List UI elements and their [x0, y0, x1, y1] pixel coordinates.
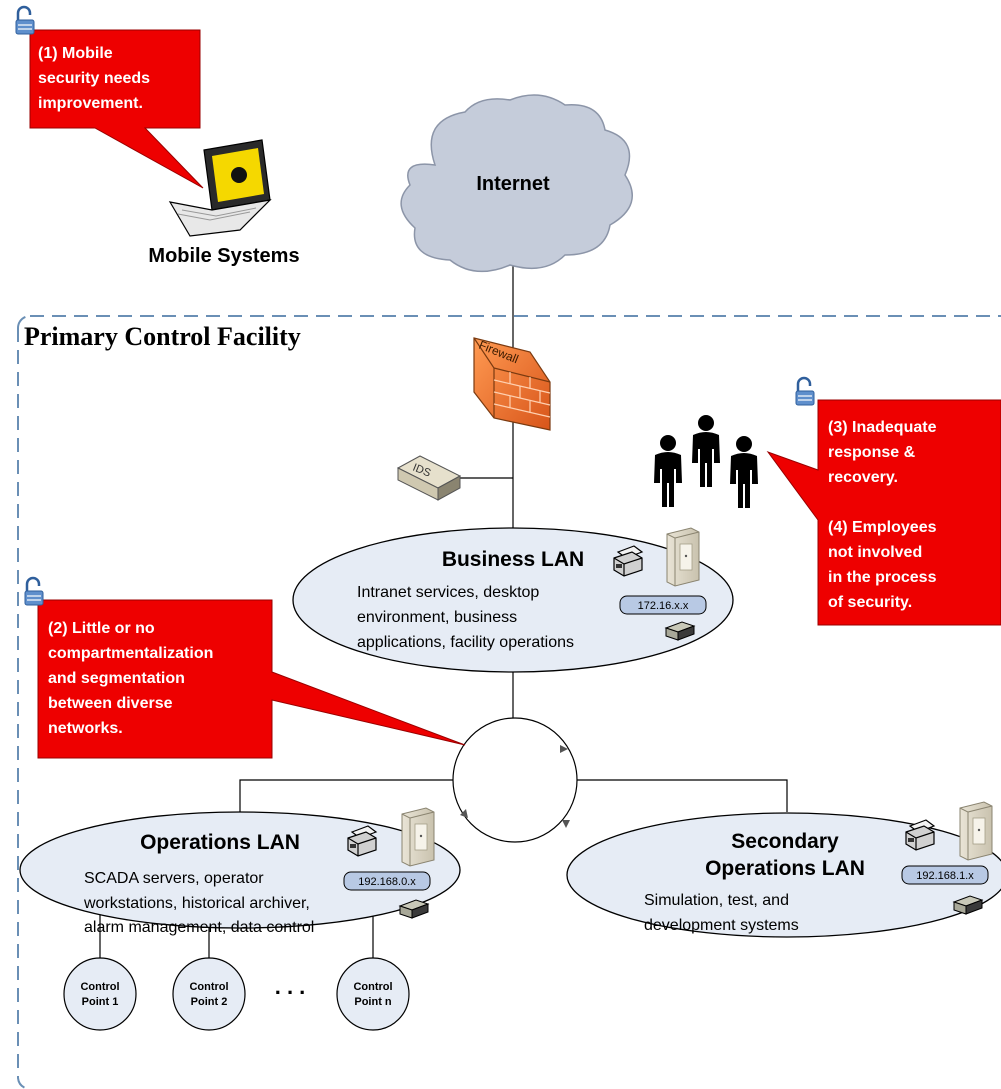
callout-3-line-1: (3) Inadequate — [828, 419, 937, 436]
mobile-systems-label: Mobile Systems — [148, 245, 299, 267]
firewall-icon: Firewall — [473, 337, 551, 431]
facility-boundary — [17, 315, 1001, 1089]
control-point-n-line-2: Point n — [354, 996, 392, 1008]
callout-2-line-2: compartmentalization — [48, 645, 213, 662]
business-lan-desc-1: Intranet services, desktop — [357, 584, 539, 601]
operations-lan-title: Operations LAN — [140, 831, 300, 854]
callout-3-line-6: not involved — [828, 544, 922, 561]
unlocked-padlock-icon — [23, 576, 45, 607]
facility-title: Primary Control Facility — [24, 322, 301, 351]
callout-3-line-8: of security. — [828, 594, 912, 611]
callout-3-line-5: (4) Employees — [828, 519, 937, 536]
secondary-lan-title-2: Operations LAN — [705, 857, 865, 880]
callout-mobile-security: (1) Mobile security needs improvement. — [29, 29, 204, 189]
operations-lan-desc-1: SCADA servers, operator — [84, 870, 264, 887]
operations-lan-ip: 192.168.0.x — [358, 876, 416, 888]
control-point-n: Control Point n — [336, 957, 410, 1031]
callout-response-employees: (3) Inadequate response & recovery. (4) … — [766, 399, 1001, 626]
callout-1-line-1: (1) Mobile — [38, 45, 113, 62]
secondary-lan-title-1: Secondary — [731, 830, 839, 853]
operations-lan: Operations LAN SCADA servers, operator w… — [19, 807, 461, 936]
unlocked-padlock-icon — [14, 5, 36, 36]
business-ip-pill — [619, 595, 707, 615]
server-icon — [959, 801, 993, 861]
callout-3-line-2: response & — [828, 444, 916, 461]
secondary-lan-ip: 192.168.1.x — [916, 870, 974, 882]
callout-3-line-3: recovery. — [828, 469, 898, 486]
callout-3-line-7: in the process — [828, 569, 937, 586]
internet-cloud: Internet — [400, 94, 633, 273]
secondary-lan-desc-1: Simulation, test, and — [644, 892, 789, 909]
secondary-operations-lan: Secondary Operations LAN Simulation, tes… — [566, 801, 1001, 938]
control-point-2: Control Point 2 — [172, 957, 246, 1031]
business-lan-desc-2: environment, business — [357, 609, 517, 626]
laptop-icon — [168, 139, 272, 237]
backbone-ring — [452, 717, 578, 843]
employees-icon — [654, 415, 758, 508]
business-lan: Business LAN Intranet services, desktop … — [292, 527, 734, 673]
business-lan-desc-3: applications, facility operations — [357, 634, 574, 651]
control-point-n-line-1: Control — [353, 981, 392, 993]
internet-label: Internet — [476, 173, 550, 195]
operations-lan-desc-3: alarm management, data control — [84, 919, 314, 936]
callout-1-line-3: improvement. — [38, 95, 143, 112]
operations-lan-desc-2: workstations, historical archiver, — [83, 895, 310, 912]
callout-1-line-2: security needs — [38, 70, 150, 87]
server-icon — [666, 527, 700, 587]
control-point-1: Control Point 1 — [63, 957, 137, 1031]
callout-2-line-5: networks. — [48, 720, 123, 737]
control-point-1-line-1: Control — [80, 981, 119, 993]
callout-compartmentalization: (2) Little or no compartmentalization an… — [37, 599, 466, 759]
callout-2-line-3: and segmentation — [48, 670, 185, 687]
secondary-lan-desc-2: development systems — [644, 917, 799, 934]
control-point-1-line-2: Point 1 — [82, 996, 119, 1008]
business-lan-ip: 172.16.x.x — [638, 600, 689, 612]
ids-device-icon: IDS — [396, 455, 462, 501]
operations-ip-pill — [343, 871, 431, 891]
unlocked-padlock-icon — [794, 376, 816, 407]
secondary-ip-pill — [901, 865, 989, 885]
server-icon — [401, 807, 435, 867]
callout-2-line-4: between diverse — [48, 695, 173, 712]
control-point-2-line-2: Point 2 — [191, 996, 228, 1008]
control-point-ellipsis: . . . — [275, 974, 306, 999]
callout-2-line-1: (2) Little or no — [48, 620, 155, 637]
business-lan-title: Business LAN — [442, 548, 584, 571]
control-point-2-line-1: Control — [189, 981, 228, 993]
